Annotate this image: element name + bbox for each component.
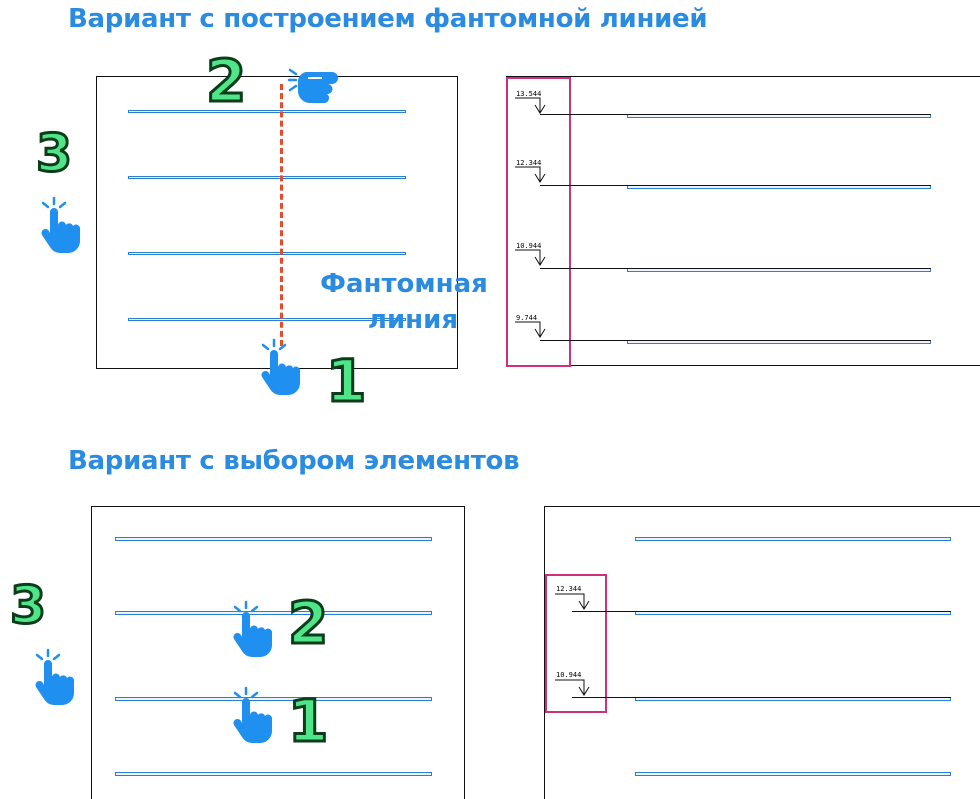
floor-line [128, 252, 406, 255]
floor-line [128, 110, 406, 113]
floor-line [115, 537, 432, 541]
phantom-after-frame [506, 76, 980, 366]
selection-before-frame [91, 506, 465, 799]
tap-hand-icon [261, 338, 301, 395]
level-mark: 13.544 [516, 90, 542, 98]
floor-line [115, 611, 432, 615]
level-mark: 10.944 [556, 671, 582, 679]
level-mark: 10.944 [516, 242, 542, 250]
selection-after-frame [544, 506, 980, 799]
step-number-3: 3 [8, 576, 47, 636]
tap-hand-icon [287, 68, 338, 103]
reference-line [540, 185, 931, 186]
floor-line [635, 537, 951, 541]
step-number-2: 2 [204, 47, 247, 115]
floor-line [115, 697, 432, 701]
tap-hand-icon [233, 686, 273, 743]
heading-selection-variant: Вариант с выбором элементов [68, 446, 520, 476]
reference-line [540, 114, 931, 115]
heading-phantom-variant: Вариант с построением фантомной линией [68, 4, 708, 34]
level-mark-arrows [515, 97, 546, 338]
step-number-1: 1 [286, 687, 329, 755]
tap-hand-icon [41, 196, 81, 253]
floor-line [635, 772, 951, 776]
level-marks-highlight [506, 77, 571, 367]
reference-line [540, 268, 931, 269]
reference-line [572, 611, 951, 612]
tap-hand-icon [233, 600, 273, 657]
level-mark-arrows [555, 593, 590, 696]
floor-line [128, 176, 406, 179]
level-mark: 9.744 [516, 314, 538, 322]
floor-line [128, 318, 406, 321]
phantom-label-line2: линия [367, 305, 459, 335]
reference-line [540, 340, 931, 341]
level-mark: 12.344 [556, 585, 582, 593]
reference-line [572, 697, 951, 698]
phantom-label-line1: Фантомная [320, 269, 488, 299]
level-marks-highlight [545, 574, 607, 713]
tap-hand-icon [35, 648, 75, 705]
level-mark: 12.344 [516, 159, 542, 167]
floor-line [115, 772, 432, 776]
step-number-1: 1 [324, 347, 367, 415]
step-number-3: 3 [34, 124, 73, 184]
step-number-2: 2 [286, 589, 329, 657]
phantom-line [280, 84, 283, 346]
phantom-line-label: Фантомная линия [310, 266, 498, 338]
